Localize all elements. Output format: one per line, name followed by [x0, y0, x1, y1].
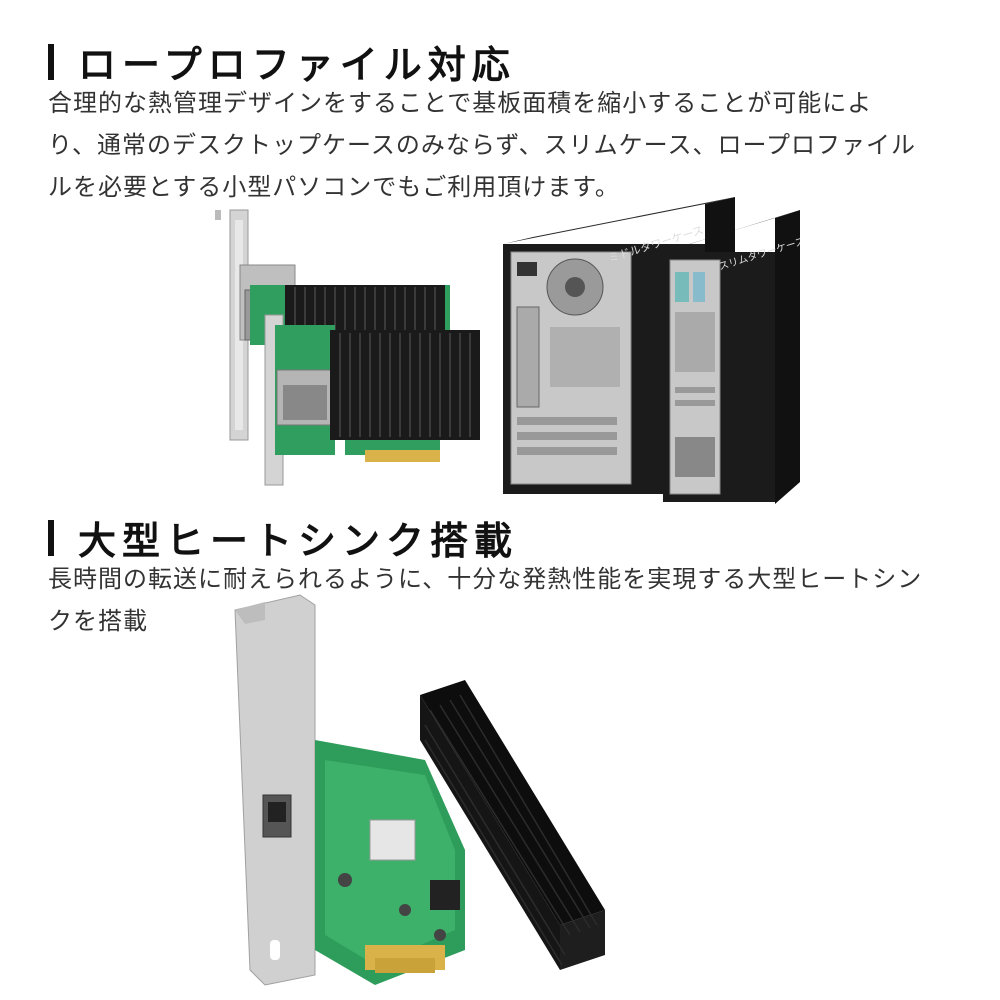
description-line: クを搭載 [48, 607, 148, 635]
description-line: 長時間の転送に耐えられるように、十分な発熱性能を実現する大型ヒートシン [48, 565, 923, 593]
section-description: 合理的な熱管理デザインをすることで基板面積を縮小することが可能によ り、通常のデ… [48, 82, 916, 208]
section-title-text: 大型ヒートシンク搭載 [78, 519, 519, 563]
section-title-heatsink: 大型ヒートシンク搭載 [48, 510, 518, 565]
heatsink [420, 680, 605, 970]
pci-bracket [234, 594, 316, 986]
heatsink-card-image [234, 594, 605, 986]
front-card [264, 314, 480, 486]
title-accent-bar [48, 519, 54, 556]
low-profile-card-image [215, 209, 480, 486]
section-title-low-profile: ロープロファイル対応 [48, 34, 516, 89]
title-accent-bar [48, 43, 54, 80]
section-description: 長時間の転送に耐えられるように、十分な発熱性能を実現する大型ヒートシン クを搭載 [48, 558, 922, 642]
description-line: り、通常のデスクトップケースのみならず、スリムケース、ロープロファイル [48, 131, 917, 159]
section-title-text: ロープロファイル対応 [78, 43, 516, 87]
pcb-board [315, 740, 465, 985]
description-line: 合理的な熱管理デザインをすることで基板面積を縮小することが可能によ [48, 89, 873, 117]
tower-cases-image: ミドルタワーケース スリムタワーケース [503, 197, 800, 504]
slim-tower-case: スリムタワーケース [663, 210, 800, 504]
description-line: ルを必要とする小型パソコンでもご利用頂けます。 [48, 173, 620, 201]
